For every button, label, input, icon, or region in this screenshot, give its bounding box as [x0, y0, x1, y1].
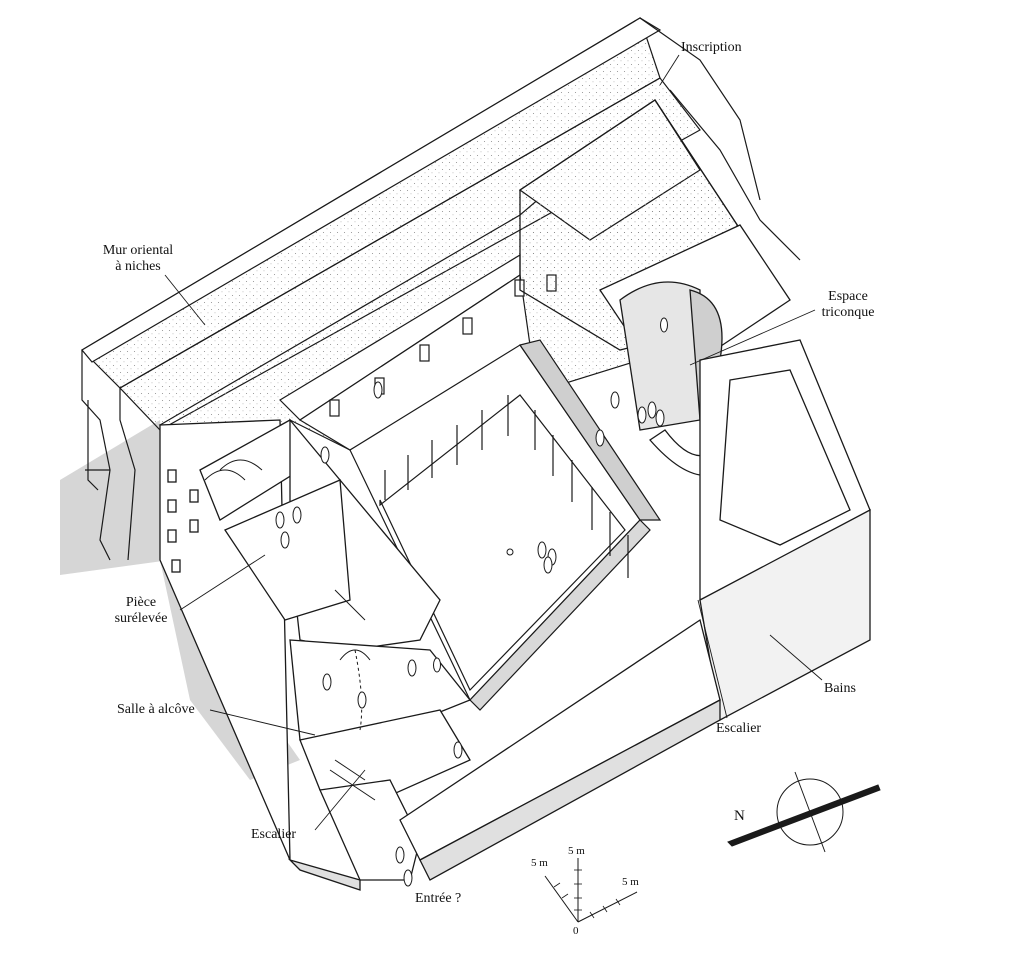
scale-axis-right: [577, 891, 638, 923]
label-espace-line1: Espace: [828, 289, 868, 304]
compass-rose: [727, 771, 881, 853]
human-figures: [275, 317, 668, 887]
label-piece-surelevee: Pièce surélevée: [96, 595, 186, 627]
label-entree: Entrée ?: [415, 891, 462, 906]
label-piece-line1: Pièce: [125, 595, 157, 610]
scale-axis-left: [544, 875, 579, 923]
label-escalier-left: Escalier: [251, 827, 297, 842]
north-wall: [279, 253, 557, 451]
interior-details: [204, 459, 376, 801]
scale-label-vertical: 5 m: [568, 845, 585, 857]
label-piece-line2: surélevée: [114, 611, 168, 626]
east-wing: [519, 99, 871, 721]
south-range: [224, 418, 721, 891]
label-salle-alcove: Salle à alcôve: [117, 702, 195, 717]
label-espace-triconque: Espace triconque: [808, 289, 888, 321]
courtyard: [349, 339, 662, 711]
scale-label-left: 5 m: [531, 857, 548, 869]
label-mur-oriental-line2: à niches: [115, 259, 161, 274]
compass-north-label: N: [734, 808, 745, 824]
label-espace-line2: triconque: [821, 305, 875, 320]
scale-origin: 0: [573, 925, 579, 937]
compass-needle: [727, 784, 881, 847]
scale-label-right: 5 m: [622, 876, 639, 888]
label-mur-oriental: Mur oriental à niches: [88, 243, 188, 275]
scale-axes: [544, 858, 638, 923]
label-mur-oriental-line1: Mur oriental: [102, 243, 174, 258]
label-inscription: Inscription: [681, 40, 742, 55]
label-bains: Bains: [824, 681, 856, 696]
leader-lines: [164, 54, 823, 831]
label-escalier-right: Escalier: [716, 721, 762, 736]
colonnade: [384, 395, 629, 578]
